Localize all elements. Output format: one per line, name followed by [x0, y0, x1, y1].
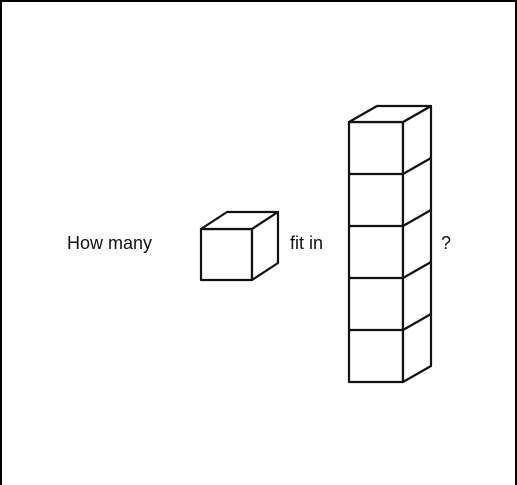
- question-suffix: ?: [441, 234, 451, 252]
- tower-front-face: [349, 122, 403, 382]
- tower-side-face: [403, 106, 431, 382]
